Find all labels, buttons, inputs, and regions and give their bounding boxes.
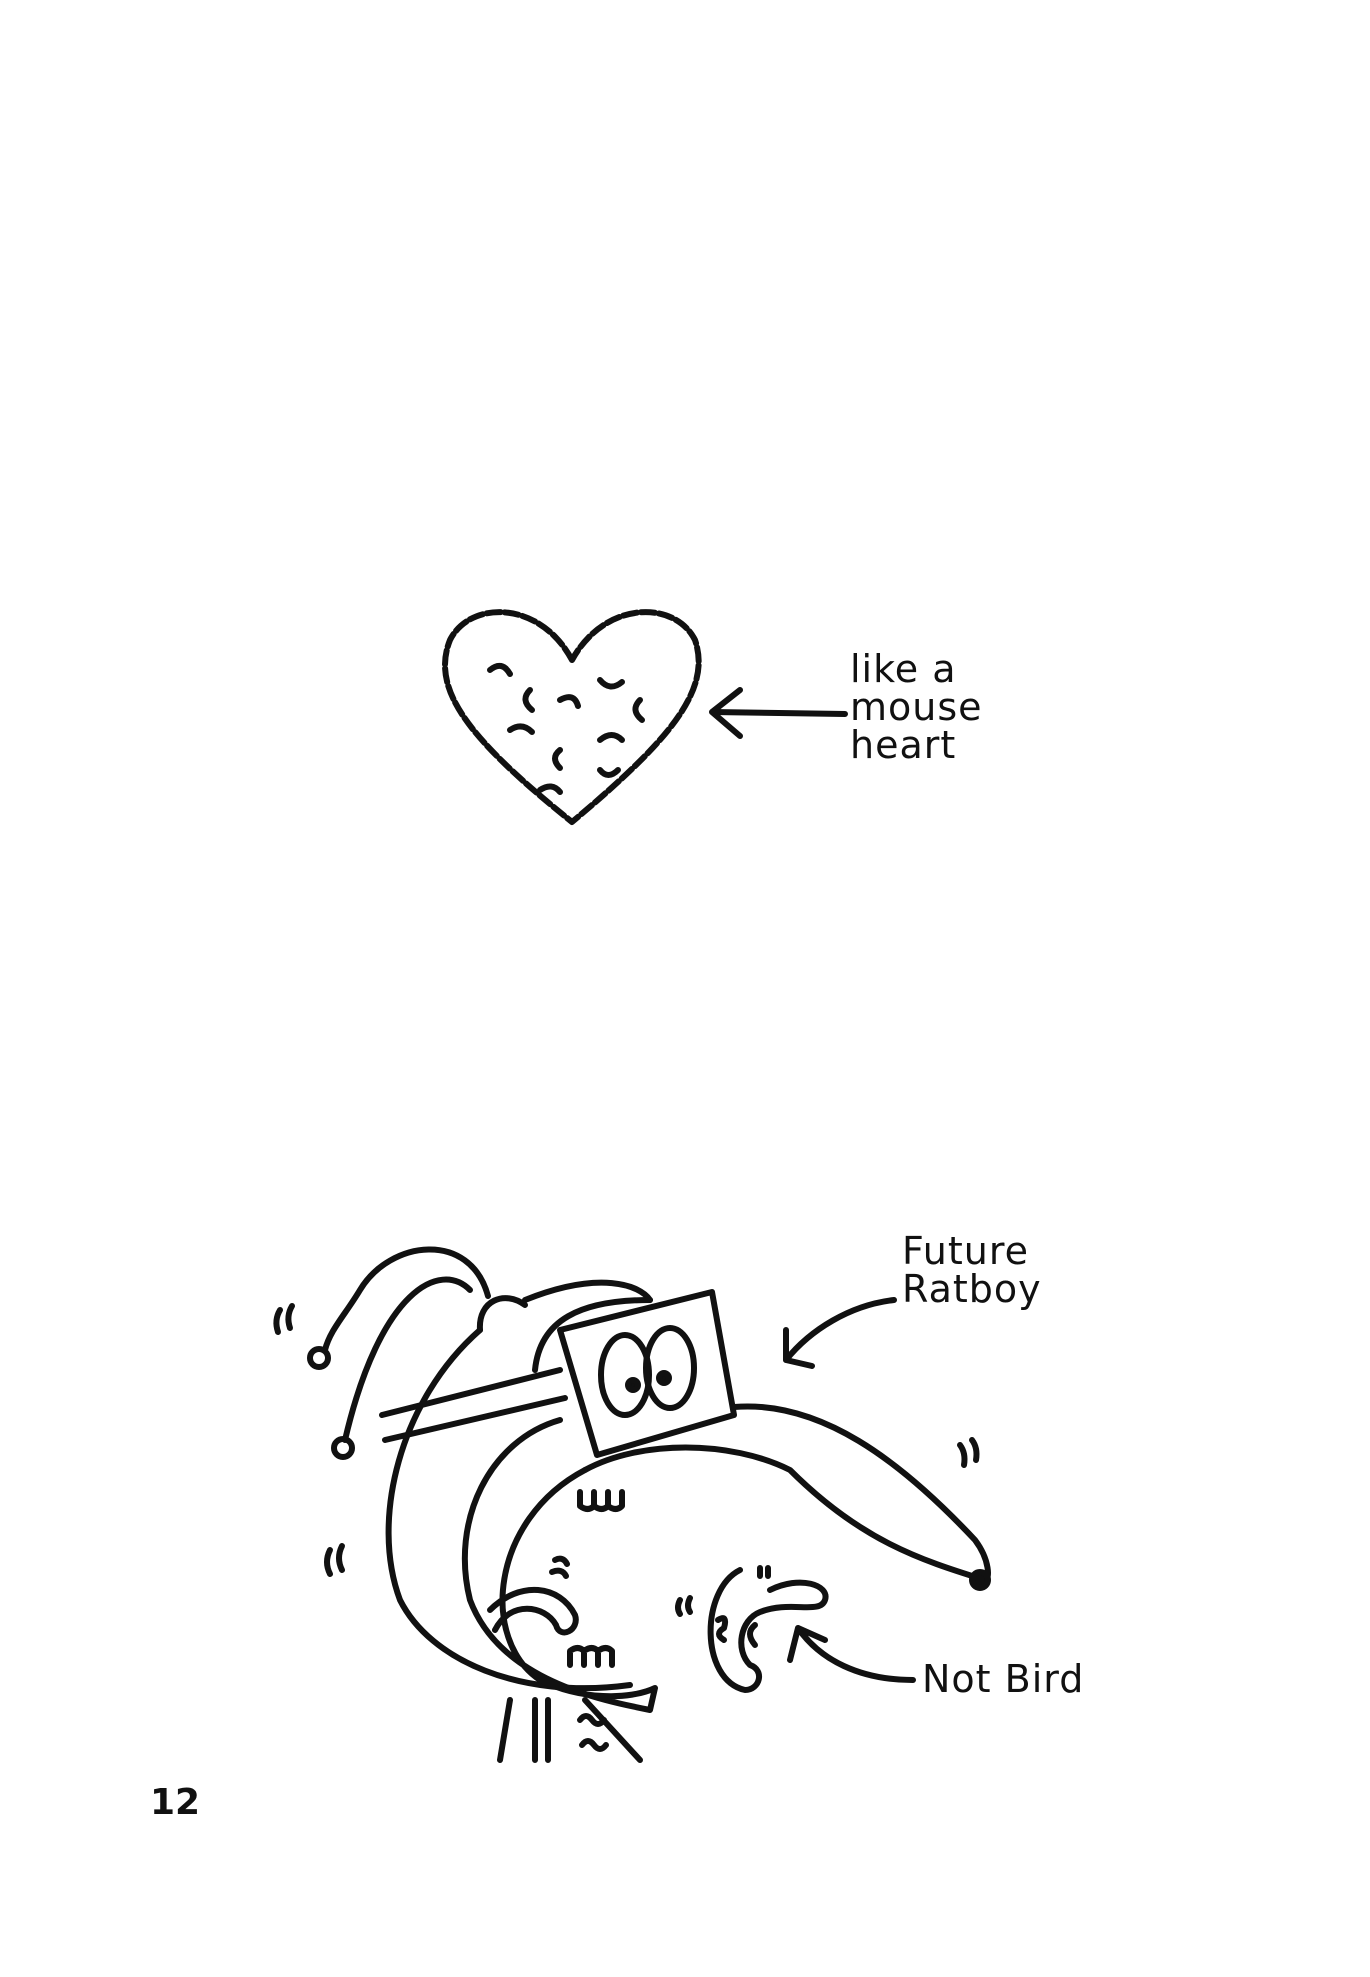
heart-caption: like a mouse heart xyxy=(850,650,983,764)
future-ratboy-drawing xyxy=(273,1246,991,1763)
heart-arrow xyxy=(709,687,848,739)
page-number: 12 xyxy=(150,1782,201,1823)
ratboy-caption-line: Ratboy xyxy=(902,1267,1042,1311)
not-bird-arrow xyxy=(787,1625,916,1683)
ratboy-caption-line: Future xyxy=(902,1229,1030,1273)
not-bird-caption: Not Bird xyxy=(922,1657,1085,1701)
future-ratboy-caption: Future Ratboy xyxy=(902,1232,1042,1308)
heart-caption-line: mouse xyxy=(850,685,983,729)
not-bird-drawing xyxy=(675,1565,829,1693)
heart-caption-line: heart xyxy=(850,723,957,767)
heart-caption-line: like a xyxy=(850,647,957,691)
ratboy-arrow xyxy=(783,1297,897,1369)
mouse-heart-drawing xyxy=(442,609,702,825)
